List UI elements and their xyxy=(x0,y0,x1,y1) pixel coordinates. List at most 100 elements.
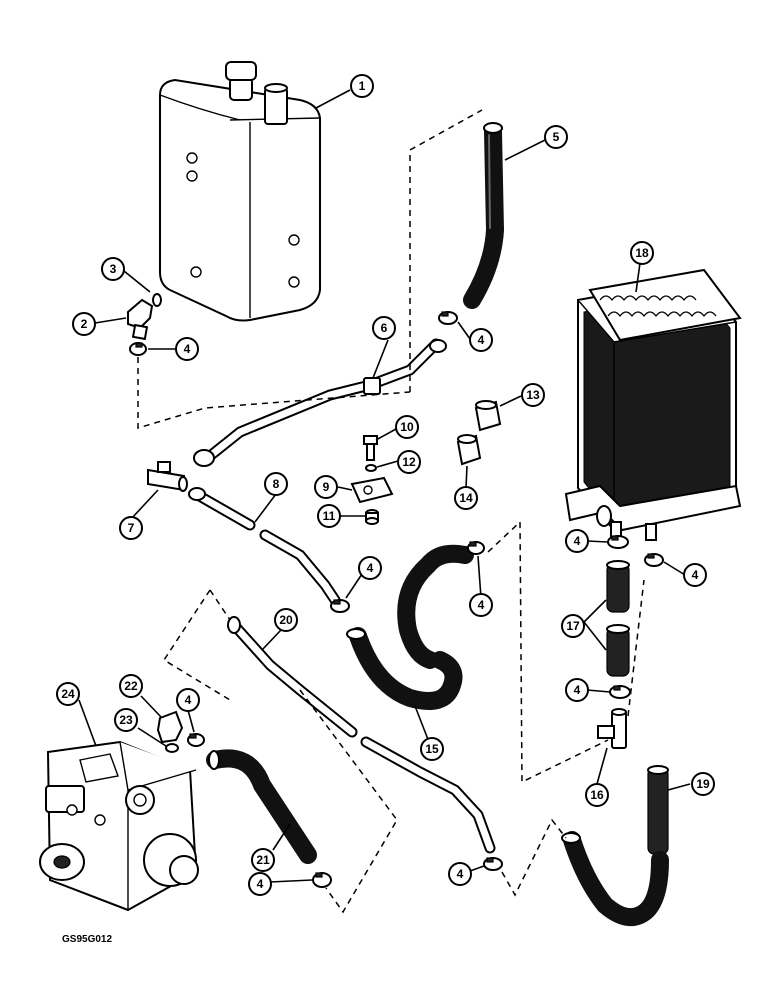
svg-text:8: 8 xyxy=(273,477,280,491)
callout: 4 xyxy=(358,556,382,580)
callout: 2 xyxy=(72,312,96,336)
svg-text:18: 18 xyxy=(635,246,649,260)
hose-clamp xyxy=(438,311,458,325)
callout: 4 xyxy=(565,678,589,702)
elbow-fitting xyxy=(127,298,154,341)
svg-text:5: 5 xyxy=(553,130,560,144)
callout: 3 xyxy=(101,257,125,281)
svg-text:4: 4 xyxy=(574,534,581,548)
svg-text:4: 4 xyxy=(457,867,464,881)
svg-text:4: 4 xyxy=(478,333,485,347)
svg-text:21: 21 xyxy=(256,853,270,867)
svg-text:15: 15 xyxy=(425,742,439,756)
hose-u-bend xyxy=(346,627,463,710)
svg-text:4: 4 xyxy=(692,568,699,582)
callout: 22 xyxy=(119,674,143,698)
callout: 11 xyxy=(317,504,341,528)
callouts: 1 2 3 4 4 5 6 7 8 9 10 11 12 13 14 4 4 1… xyxy=(56,74,715,896)
hydraulic-pump xyxy=(39,740,199,912)
svg-text:2: 2 xyxy=(81,317,88,331)
callout: 9 xyxy=(314,475,338,499)
callout: 4 xyxy=(469,593,493,617)
callout: 10 xyxy=(395,415,419,439)
callout: 5 xyxy=(544,125,568,149)
hose-bent xyxy=(206,749,317,864)
tube xyxy=(193,338,447,467)
hose-upper xyxy=(463,122,504,309)
callout: 4 xyxy=(248,872,272,896)
svg-text:4: 4 xyxy=(478,598,485,612)
hydraulic-reservoir xyxy=(159,61,321,322)
hose-clamp xyxy=(312,872,332,888)
svg-text:13: 13 xyxy=(526,388,540,402)
hose-u-bend-lower xyxy=(561,831,669,927)
callout: 24 xyxy=(56,682,80,706)
o-ring xyxy=(165,743,179,753)
tube-clip xyxy=(350,476,394,504)
hose-clamp xyxy=(330,599,350,613)
svg-text:1: 1 xyxy=(359,79,366,93)
svg-text:23: 23 xyxy=(119,713,133,727)
svg-text:14: 14 xyxy=(459,491,473,505)
callout: 4 xyxy=(448,862,472,886)
hose-clamp xyxy=(483,857,503,871)
hose-clamp xyxy=(607,535,629,549)
callout: 4 xyxy=(683,563,707,587)
callout: 23 xyxy=(114,708,138,732)
svg-text:17: 17 xyxy=(566,619,580,633)
callout: 14 xyxy=(454,486,478,510)
callout: 4 xyxy=(176,688,200,712)
hose-straight xyxy=(647,765,669,855)
svg-text:20: 20 xyxy=(279,613,293,627)
callout: 6 xyxy=(372,316,396,340)
short-hose xyxy=(606,624,630,677)
svg-text:9: 9 xyxy=(323,480,330,494)
sleeve xyxy=(456,434,482,466)
hose-clamp xyxy=(129,342,147,356)
elbow-fitting xyxy=(156,710,184,744)
hose-clamp xyxy=(187,733,205,747)
tube xyxy=(188,487,341,606)
tee-fitting xyxy=(147,461,188,492)
tube xyxy=(227,616,496,854)
routing-lines xyxy=(137,109,645,914)
figure-code: GS95G012 xyxy=(62,934,113,945)
svg-text:16: 16 xyxy=(590,788,604,802)
lock-washer xyxy=(365,464,377,472)
callout: 8 xyxy=(264,472,288,496)
callout: 17 xyxy=(561,614,585,638)
oil-cooler xyxy=(564,268,742,541)
callout: 18 xyxy=(630,241,654,265)
callout: 21 xyxy=(251,848,275,872)
hose-s-bend xyxy=(397,544,474,669)
svg-text:11: 11 xyxy=(323,509,336,523)
cap-screw xyxy=(363,435,378,461)
svg-text:3: 3 xyxy=(110,262,117,276)
callout: 15 xyxy=(420,737,444,761)
callout: 1 xyxy=(350,74,374,98)
svg-text:22: 22 xyxy=(124,679,138,693)
leader-lines xyxy=(78,89,691,883)
o-ring xyxy=(152,293,162,307)
svg-text:4: 4 xyxy=(367,561,374,575)
svg-text:19: 19 xyxy=(696,777,710,791)
hose-clamp xyxy=(609,685,631,699)
hose-clamp xyxy=(467,541,485,555)
svg-text:4: 4 xyxy=(184,342,191,356)
callout: 20 xyxy=(274,608,298,632)
callout: 4 xyxy=(469,328,493,352)
callout: 13 xyxy=(521,383,545,407)
svg-text:7: 7 xyxy=(128,521,135,535)
short-hose xyxy=(606,560,630,613)
tee-fitting xyxy=(597,708,627,749)
svg-text:6: 6 xyxy=(381,321,388,335)
callout: 7 xyxy=(119,516,143,540)
svg-text:4: 4 xyxy=(574,683,581,697)
svg-text:10: 10 xyxy=(400,420,414,434)
svg-text:12: 12 xyxy=(402,455,416,469)
svg-text:4: 4 xyxy=(257,877,264,891)
callout: 4 xyxy=(565,529,589,553)
callout: 12 xyxy=(397,450,421,474)
callout: 16 xyxy=(585,783,609,807)
hose-clamp xyxy=(644,553,664,567)
